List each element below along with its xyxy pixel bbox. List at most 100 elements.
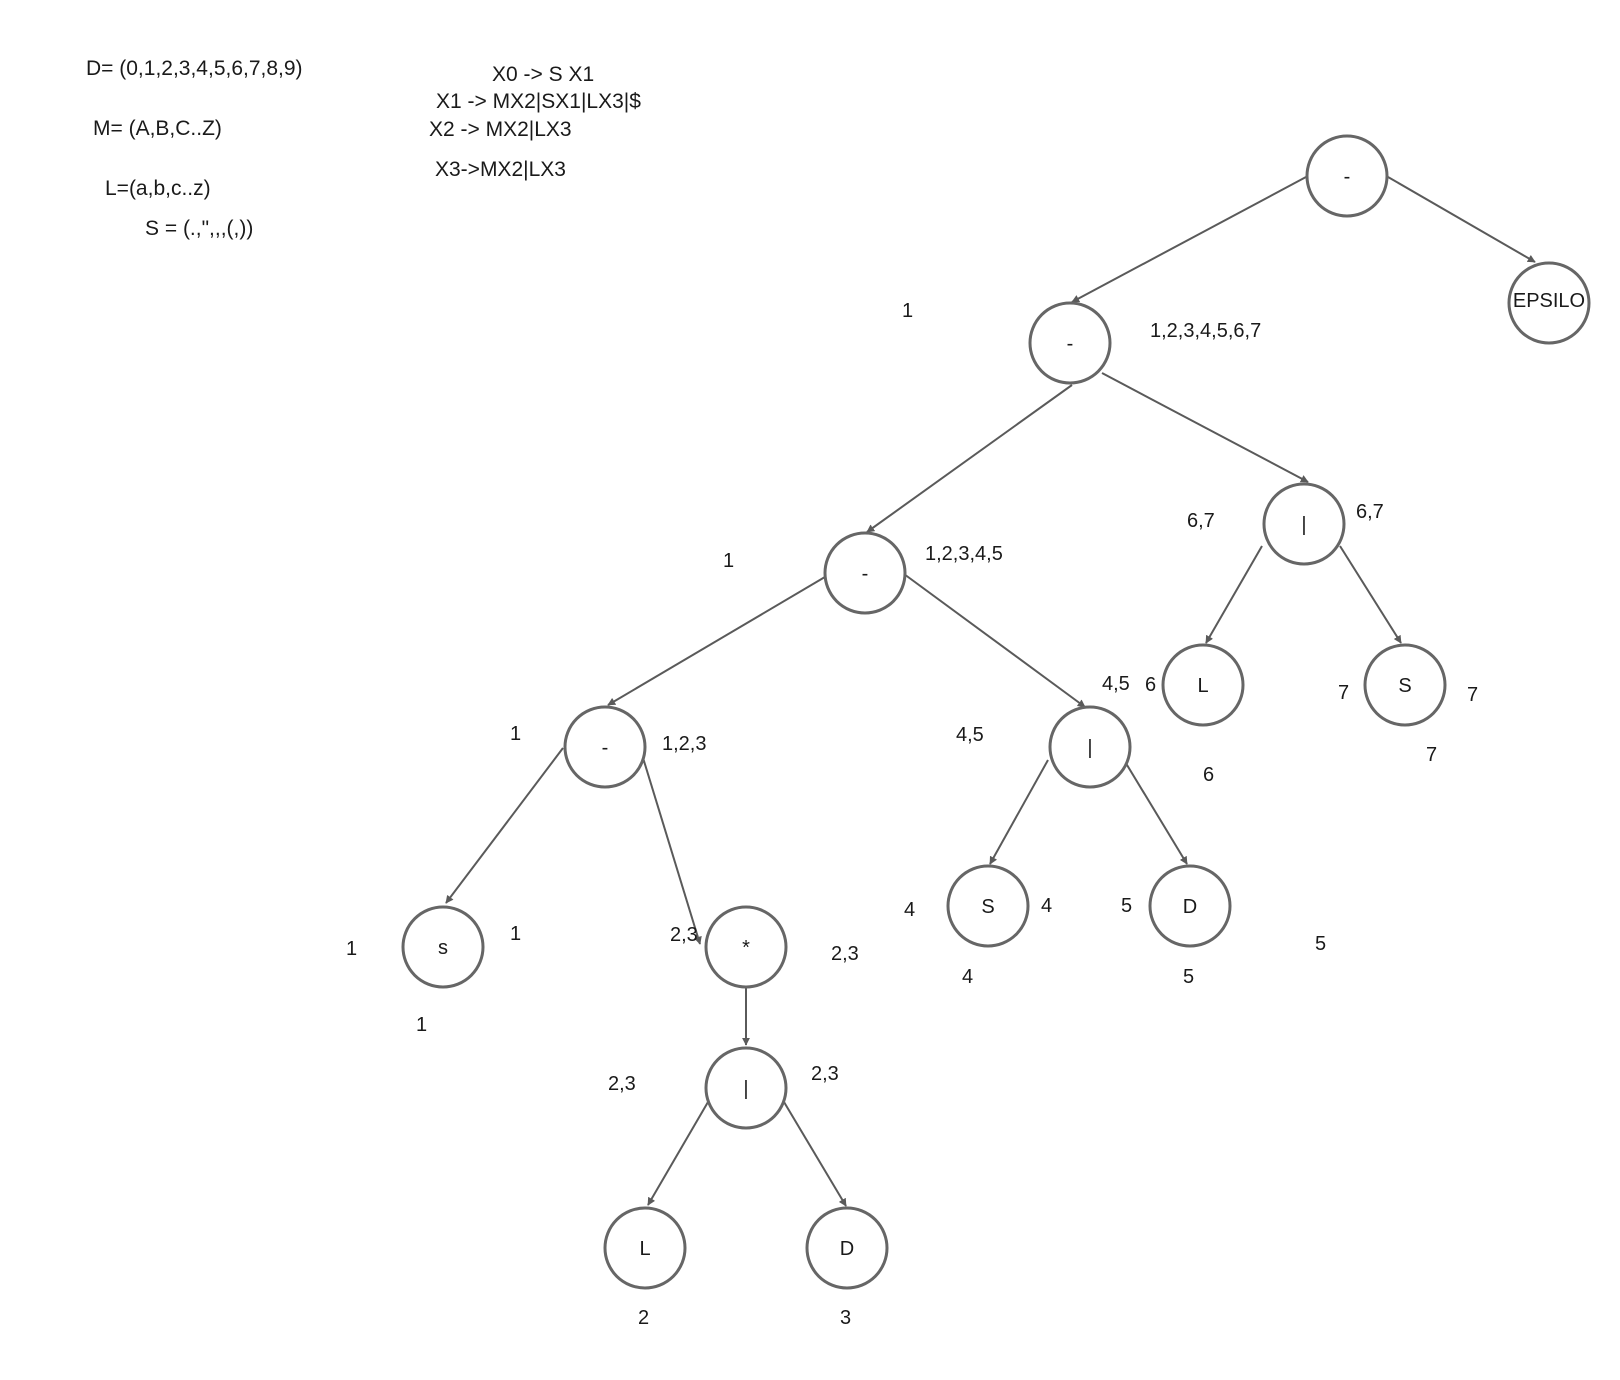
symbol-set-definition: S = (.,",,,(,)) bbox=[145, 217, 253, 240]
node-leaf-d-bottom: D bbox=[805, 1206, 889, 1290]
node-epsilon: EPSILO bbox=[1507, 261, 1591, 345]
node-or-a-label: | bbox=[1301, 514, 1306, 536]
node-concat-b-label: - bbox=[862, 563, 869, 585]
node-or-b-label: | bbox=[1087, 737, 1092, 759]
node-leaf-s-mid-label: S bbox=[981, 896, 994, 918]
leaf-l-top-followpos: 6 bbox=[1203, 764, 1214, 786]
node-concat-c-circle bbox=[563, 705, 647, 789]
concat-a-firstpos: 1 bbox=[902, 300, 913, 322]
or-c-lastpos: 2,3 bbox=[811, 1063, 839, 1085]
node-leaf-d-bottom-circle bbox=[805, 1206, 889, 1290]
or-c-firstpos: 2,3 bbox=[608, 1073, 636, 1095]
node-leaf-l-top: L bbox=[1161, 643, 1245, 727]
leaf-l-bottom-followpos: 2 bbox=[638, 1307, 649, 1329]
node-leaf-l-bottom-label: L bbox=[639, 1238, 650, 1260]
edge-or-c-to-leaf-d-bottom bbox=[783, 1101, 847, 1207]
leaf-s-mid-lastpos: 4 bbox=[1041, 895, 1052, 917]
leaf-s-top-firstpos: 7 bbox=[1338, 682, 1349, 704]
concat-b-firstpos: 1 bbox=[723, 550, 734, 572]
node-or-b: | bbox=[1048, 705, 1132, 789]
concat-b-lastpos: 1,2,3,4,5 bbox=[925, 543, 1003, 565]
node-or-c-label: | bbox=[743, 1078, 748, 1100]
position-annotations: 1 1,2,3,4,5,6,7 6,7 6,7 6 6 7 7 7 1 1,2,… bbox=[346, 300, 1478, 1329]
grammar-rule-x3: X3->MX2|LX3 bbox=[435, 158, 566, 181]
node-or-b-circle bbox=[1048, 705, 1132, 789]
or-a-lastpos: 6,7 bbox=[1356, 501, 1384, 523]
leaf-s-top-lastpos: 7 bbox=[1467, 684, 1478, 706]
edge-or-c-to-leaf-l-bottom bbox=[647, 1101, 709, 1206]
edge-or-b-to-leaf-s-mid bbox=[989, 759, 1049, 865]
node-epsilon-circle bbox=[1507, 261, 1591, 345]
or-b-lastpos: 4,5 bbox=[1102, 673, 1130, 695]
node-concat-b: - bbox=[823, 531, 907, 615]
node-concat-b-circle bbox=[823, 531, 907, 615]
node-concat-c-label: - bbox=[602, 737, 609, 759]
leaf-s-low-firstpos: 1 bbox=[346, 938, 357, 960]
grammar-rule-x1: X1 -> MX2|SX1|LX3|$ bbox=[436, 90, 641, 113]
node-leaf-d-mid-label: D bbox=[1183, 896, 1197, 918]
node-root-label: - bbox=[1344, 166, 1351, 188]
node-concat-a-label: - bbox=[1067, 333, 1074, 355]
node-leaf-s-top-label: S bbox=[1398, 675, 1411, 697]
node-concat-a-circle bbox=[1028, 301, 1112, 385]
node-star-label: * bbox=[742, 937, 750, 959]
star-firstpos: 2,3 bbox=[670, 924, 698, 946]
node-leaf-s-low-circle bbox=[401, 905, 485, 989]
edge-concat-c-to-leaf-s-low bbox=[445, 747, 564, 904]
node-concat-c: - bbox=[563, 705, 647, 789]
leaf-s-top-followpos: 7 bbox=[1426, 744, 1437, 766]
node-leaf-s-mid-circle bbox=[946, 864, 1030, 948]
node-concat-a: - bbox=[1028, 301, 1112, 385]
leaf-s-low-followpos: 1 bbox=[416, 1014, 427, 1036]
edge-concat-b-to-or-b bbox=[903, 573, 1086, 708]
or-b-firstpos: 4,5 bbox=[956, 724, 984, 746]
node-leaf-l-bottom-circle bbox=[603, 1206, 687, 1290]
node-or-c-circle bbox=[704, 1046, 788, 1130]
node-leaf-d-mid-circle bbox=[1148, 864, 1232, 948]
node-leaf-l-bottom: L bbox=[603, 1206, 687, 1290]
node-leaf-s-low-label: s bbox=[438, 937, 448, 959]
node-or-a-circle bbox=[1262, 482, 1346, 566]
or-a-firstpos: 6,7 bbox=[1187, 510, 1215, 532]
tree-edges bbox=[445, 176, 1536, 1207]
edge-or-a-to-leaf-l-top bbox=[1205, 545, 1263, 644]
node-root: - bbox=[1305, 134, 1389, 218]
edge-concat-a-to-concat-b bbox=[866, 384, 1073, 533]
concat-c-lastpos: 1,2,3 bbox=[662, 733, 706, 755]
node-leaf-s-low: s bbox=[401, 905, 485, 989]
node-root-circle bbox=[1305, 134, 1389, 218]
grammar-rule-x2: X2 -> MX2|LX3 bbox=[429, 118, 572, 141]
edge-concat-c-to-star bbox=[639, 747, 702, 945]
edge-root-to-concat-a bbox=[1071, 176, 1307, 303]
leaf-d-mid-extra: 5 bbox=[1315, 933, 1326, 955]
node-leaf-s-top-circle bbox=[1363, 643, 1447, 727]
edge-concat-a-to-or-a bbox=[1101, 372, 1309, 483]
node-leaf-s-top: S bbox=[1363, 643, 1447, 727]
lowercase-set-definition: L=(a,b,c..z) bbox=[105, 177, 211, 200]
leaf-s-low-lastpos: 1 bbox=[510, 923, 521, 945]
node-or-c: | bbox=[704, 1046, 788, 1130]
edge-or-a-to-leaf-s-top bbox=[1339, 545, 1402, 644]
node-leaf-l-top-label: L bbox=[1197, 675, 1208, 697]
node-leaf-l-top-circle bbox=[1161, 643, 1245, 727]
leaf-d-mid-followpos: 5 bbox=[1183, 966, 1194, 988]
leaf-d-bottom-followpos: 3 bbox=[840, 1307, 851, 1329]
grammar-rule-x0: X0 -> S X1 bbox=[492, 63, 594, 86]
node-or-a: | bbox=[1262, 482, 1346, 566]
node-leaf-d-mid: D bbox=[1148, 864, 1232, 948]
star-lastpos: 2,3 bbox=[831, 943, 859, 965]
edge-root-to-epsilon bbox=[1387, 176, 1536, 263]
digit-set-definition: D= (0,1,2,3,4,5,6,7,8,9) bbox=[86, 57, 303, 80]
uppercase-set-definition: M= (A,B,C..Z) bbox=[93, 117, 222, 140]
node-leaf-d-bottom-label: D bbox=[840, 1238, 854, 1260]
node-leaf-s-mid: S bbox=[946, 864, 1030, 948]
node-star-circle bbox=[704, 905, 788, 989]
edge-concat-b-to-concat-c bbox=[607, 573, 831, 706]
leaf-s-mid-firstpos: 4 bbox=[904, 899, 915, 921]
leaf-s-mid-followpos: 4 bbox=[962, 966, 973, 988]
concat-a-lastpos: 1,2,3,4,5,6,7 bbox=[1150, 320, 1261, 342]
concat-c-firstpos: 1 bbox=[510, 723, 521, 745]
leaf-d-mid-firstpos: 5 bbox=[1121, 895, 1132, 917]
leaf-l-top-firstpos: 6 bbox=[1145, 674, 1156, 696]
